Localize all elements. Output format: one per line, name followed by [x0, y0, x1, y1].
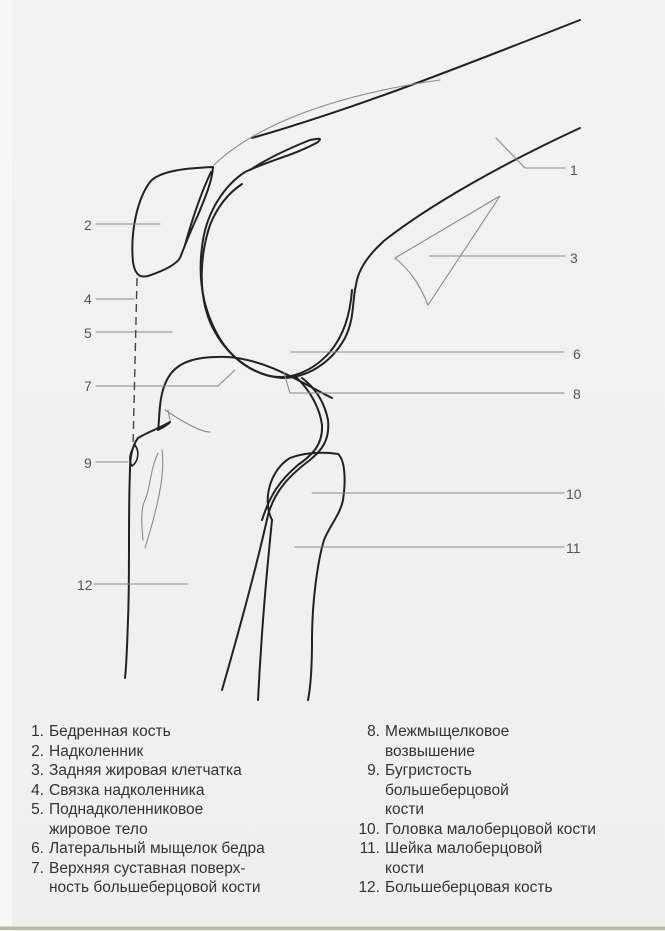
legend-label: Шейка малоберцовой кости: [385, 840, 543, 877]
tibial-cortex-line: [167, 409, 171, 421]
legend-item: 9. Бугристость большеберцовой кости: [352, 761, 652, 820]
patella-outline: [131, 166, 214, 278]
callout-2: 2: [84, 217, 92, 233]
patella-articular-line: [184, 171, 212, 246]
legend-label: Верхняя суставная поверх-ность большебер…: [49, 859, 261, 897]
legend-number: 10.: [358, 820, 380, 838]
legend-label: Латеральный мыщелок бедра: [49, 840, 265, 857]
page-margin: [0, 0, 12, 931]
callout-5: 5: [84, 325, 92, 341]
callout-10: 10: [566, 486, 582, 502]
legend-label: Бугристость большеберцовой кости: [385, 762, 509, 818]
legend-number: 5.: [31, 801, 44, 818]
legend-item: 2. Надколенник: [24, 742, 324, 762]
tibial-inner-line: [164, 409, 211, 433]
callout-9: 9: [84, 455, 92, 471]
legend-item: 7. Верхняя суставная поверх-ность больше…: [24, 859, 324, 898]
callout-1: 1: [570, 162, 578, 178]
leader-1: [495, 137, 566, 169]
fibula-head-outline: [266, 451, 346, 701]
legend-label: Головка малоберцовой кости: [385, 820, 596, 838]
leader-8: [283, 372, 565, 394]
legend-label: Задняя жировая клетчатка: [49, 762, 242, 779]
femur-anterior-outline: [251, 19, 581, 139]
legend-label: Межмыщелковое возвышение: [385, 723, 510, 760]
legend-item: 8. Межмыщелковое возвышение: [352, 722, 652, 761]
legend-item: 4. Связка надколенника: [24, 781, 324, 801]
leader-7: [95, 369, 236, 387]
legend-number: 2.: [31, 742, 44, 760]
posterior-fat-triangle: [394, 195, 501, 307]
tibia-posterior-inner: [261, 375, 324, 521]
legend-item: 10. Головка малоберцовой кости: [352, 820, 652, 840]
legend-label: Большеберцовая кость: [385, 879, 553, 896]
callout-3: 3: [570, 250, 578, 266]
callout-8: 8: [573, 386, 581, 402]
legend-number: 8.: [367, 723, 380, 740]
callout-7: 7: [84, 378, 92, 394]
callout-6: 6: [573, 346, 581, 362]
callout-12: 12: [77, 577, 93, 593]
legend-item: 11. Шейка малоберцовой кости: [352, 839, 652, 878]
legend-number: 11.: [359, 840, 380, 857]
legend-label: Поднадколенниковое жировое тело: [49, 801, 204, 838]
legend-number: 6.: [31, 840, 44, 857]
legend-item: 5. Поднадколенниковое жировое тело: [24, 800, 324, 839]
tibia-cortical-inner: [141, 452, 159, 541]
legend-item: 6. Латеральный мыщелок бедра: [24, 839, 324, 859]
legend-column-1: 1. Бедренная кость 2. Надколенник 3. Зад…: [24, 722, 324, 898]
legend-column-2: 8. Межмыщелковое возвышение 9. Бугристос…: [352, 722, 652, 898]
legend-label: Связка надколенника: [49, 781, 205, 799]
callout-4: 4: [84, 291, 92, 307]
tibia-medullary-line: [144, 449, 164, 549]
fibula-anterior-outline: [257, 519, 273, 701]
callout-11: 11: [566, 540, 581, 556]
legend-number: 9.: [367, 762, 380, 779]
legend-number: 12.: [358, 879, 380, 896]
bottom-border: [0, 926, 665, 930]
patellar-ligament-dashed: [132, 277, 138, 449]
quadriceps-tendon-line: [213, 79, 441, 166]
legend-number: 3.: [31, 762, 44, 779]
tuberosity-outline: [129, 444, 139, 467]
legend-number: 7.: [31, 859, 44, 877]
legend-label: Бедренная кость: [49, 723, 171, 740]
condyle-inner-outline: [200, 183, 353, 378]
legend-number: 1.: [31, 723, 44, 740]
legend-number: 4.: [31, 781, 44, 799]
legend-label: Надколенник: [49, 742, 144, 760]
legend-item: 1. Бедренная кость: [24, 722, 324, 742]
legend-item: 3. Задняя жировая клетчатка: [24, 761, 324, 781]
tibia-posterior-outline: [221, 377, 330, 691]
tibia-outline: [124, 355, 333, 679]
legend-item: 12. Большеберцовая кость: [352, 878, 652, 898]
